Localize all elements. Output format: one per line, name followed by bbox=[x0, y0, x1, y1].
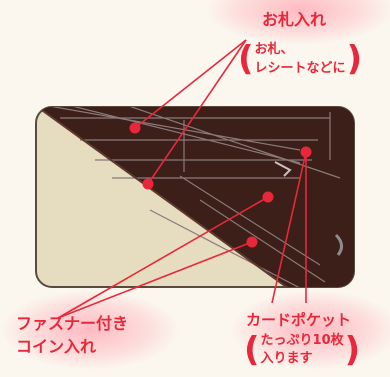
bill-slot-label: お札入れ bbox=[262, 10, 327, 29]
leader-dots bbox=[129, 122, 312, 248]
wallet-fold-edge bbox=[36, 107, 293, 287]
leader-coin-1 bbox=[57, 196, 269, 319]
close-paren: ) bbox=[344, 330, 361, 370]
bill-slot-note-text: お札、 レシートなどに bbox=[255, 40, 346, 78]
open-paren: ( bbox=[238, 39, 254, 79]
dot-card bbox=[300, 146, 312, 158]
dot-coin-1 bbox=[262, 191, 274, 203]
zipper-tab bbox=[334, 233, 343, 256]
dot-bill-2 bbox=[142, 178, 154, 190]
coin-purse-label: ファスナー付き コイン入れ bbox=[16, 312, 128, 358]
open-paren: ( bbox=[244, 330, 260, 370]
leader-card-1 bbox=[271, 151, 307, 304]
wallet-illustration bbox=[35, 106, 355, 288]
card-pocket-note-line-2: 入ります bbox=[260, 351, 313, 366]
dot-coin-2 bbox=[246, 236, 258, 248]
bill-slot-note-line-1: お札、 bbox=[254, 42, 294, 57]
pink-highlight-bottom-left bbox=[0, 290, 180, 370]
bill-slot-note-line-2: レシートなどに bbox=[254, 61, 346, 76]
leader-coin-2 bbox=[57, 241, 253, 319]
leader-bill-2 bbox=[147, 39, 247, 185]
leader-bill-1 bbox=[134, 39, 247, 129]
card-pocket-label: カードポケット bbox=[246, 311, 352, 329]
pink-highlight-bottom-right bbox=[230, 290, 390, 370]
dot-bill-1 bbox=[129, 122, 141, 134]
bill-slot-note: ( お札、 レシートなどに ) bbox=[238, 40, 362, 78]
card-pocket-note: ( たっぷり10枚 入ります ) bbox=[244, 332, 360, 368]
coin-purse-label-line-1: ファスナー付き bbox=[16, 314, 129, 333]
wallet-body bbox=[36, 107, 354, 287]
coin-purse-label-line-2: コイン入れ bbox=[16, 337, 97, 356]
card-pocket-note-line-1: たっぷり10枚 bbox=[260, 333, 344, 348]
zipper-pull bbox=[274, 161, 292, 177]
card-pocket-note-text: たっぷり10枚 入ります bbox=[261, 332, 344, 368]
leader-lines bbox=[57, 39, 307, 319]
close-paren: ) bbox=[346, 39, 363, 79]
